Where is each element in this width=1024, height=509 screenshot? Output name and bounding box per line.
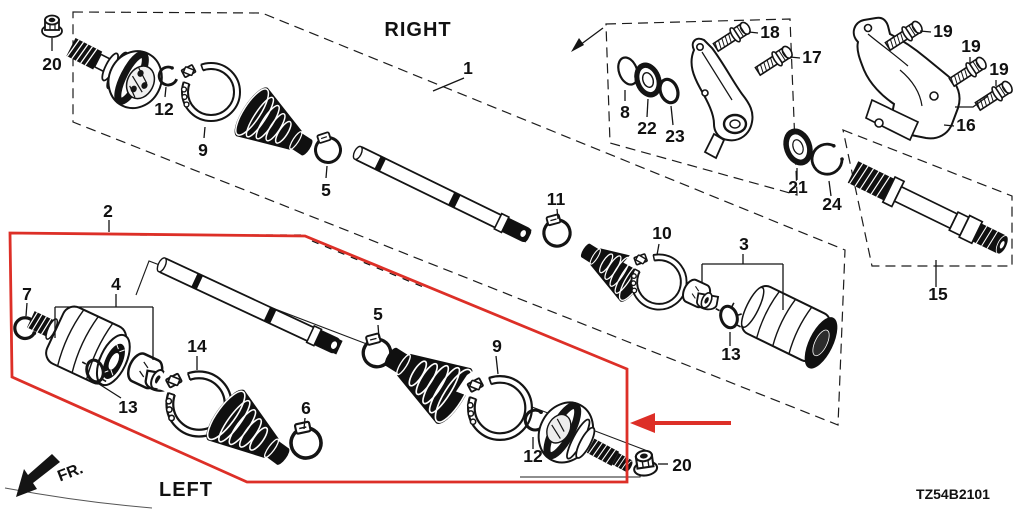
pointer-arrow-icon (571, 38, 584, 52)
halfshaft-outline-box (842, 129, 1013, 267)
bracket-leader-4 (54, 294, 154, 360)
boot-band-large-right (170, 51, 241, 122)
part-label-12-top: 12 (154, 99, 174, 119)
part-label-21: 21 (788, 177, 808, 197)
snap-ring-24 (810, 142, 844, 176)
right-section-label: RIGHT (384, 19, 451, 41)
bearing-support-bracket (690, 37, 754, 160)
part-label-4: 4 (111, 274, 121, 294)
part-label-12-left: 12 (523, 446, 543, 466)
part-label-9-left: 9 (492, 336, 502, 356)
spindle-nut-left (630, 448, 660, 479)
front-direction-label: FR. (55, 460, 85, 485)
left-section-label: LEFT (159, 479, 213, 501)
part-label-6: 6 (301, 398, 311, 418)
stop-ring-right (714, 300, 747, 334)
left-assembly-highlight-box (8, 231, 629, 484)
red-highlight-arrow (630, 413, 731, 433)
right-assembly-outline-box (72, 11, 846, 426)
fr-direction-arrow (16, 454, 60, 497)
bolt-18 (710, 18, 754, 56)
part-label-7: 7 (22, 284, 32, 304)
outer-boot-right (227, 82, 326, 175)
boot-clamp-inner-right (537, 206, 575, 251)
part-number-labels: 20 12 9 5 1 11 8 22 23 18 17 19 19 19 16… (22, 21, 1009, 475)
part-label-13-right: 13 (721, 344, 741, 364)
part-label-16: 16 (956, 115, 976, 135)
spindle-nut-right (41, 14, 63, 38)
part-label-19-c: 19 (989, 59, 1009, 79)
part-label-17: 17 (802, 47, 821, 67)
part-label-11: 11 (547, 189, 566, 209)
driveshaft-right (352, 145, 532, 243)
part-label-24: 24 (822, 194, 842, 214)
boot-clamp-small-right (308, 124, 346, 168)
part-label-20-top: 20 (42, 54, 62, 74)
part-label-8: 8 (620, 102, 630, 122)
seal-ring-21 (783, 128, 813, 166)
driveshaft-left (156, 257, 343, 355)
part-label-1: 1 (463, 58, 473, 78)
part-label-20-left: 20 (672, 455, 692, 475)
part-label-3: 3 (739, 234, 749, 254)
inner-joint-housing-left (27, 305, 131, 387)
part-label-5-left: 5 (373, 304, 383, 324)
half-shaft-15 (847, 161, 1009, 255)
dowel-bolt-17 (752, 42, 796, 80)
part-label-19-a: 19 (933, 21, 953, 41)
part-label-19-b: 19 (961, 36, 981, 56)
part-label-9-top: 9 (198, 140, 208, 160)
shield-bracket-16 (852, 16, 961, 142)
part-label-14: 14 (187, 336, 207, 356)
inner-joint-housing-right (740, 285, 838, 369)
outer-cv-joint-left (537, 401, 634, 473)
part-label-13-left: 13 (118, 397, 138, 417)
part-label-22: 22 (637, 118, 657, 138)
part-label-10: 10 (652, 223, 672, 243)
part-label-15: 15 (928, 284, 948, 304)
left-group-dashes (140, 234, 429, 290)
part-label-2: 2 (103, 201, 113, 221)
diagram-code: TZ54B2101 (916, 486, 990, 502)
boot-band-9-left (454, 362, 534, 441)
bolt-19-b (946, 53, 990, 91)
part-label-23: 23 (665, 126, 685, 146)
part-label-5-top: 5 (321, 180, 331, 200)
o-ring-23 (658, 77, 680, 105)
bolt-19-c (972, 77, 1016, 115)
bearing-support-outline-box (571, 18, 798, 196)
seal-ring-22 (634, 62, 662, 98)
outer-cv-joint-right (66, 38, 163, 110)
bracket-leader-3 (701, 254, 784, 310)
part-label-18: 18 (760, 22, 780, 42)
leader-lines (25, 30, 997, 465)
